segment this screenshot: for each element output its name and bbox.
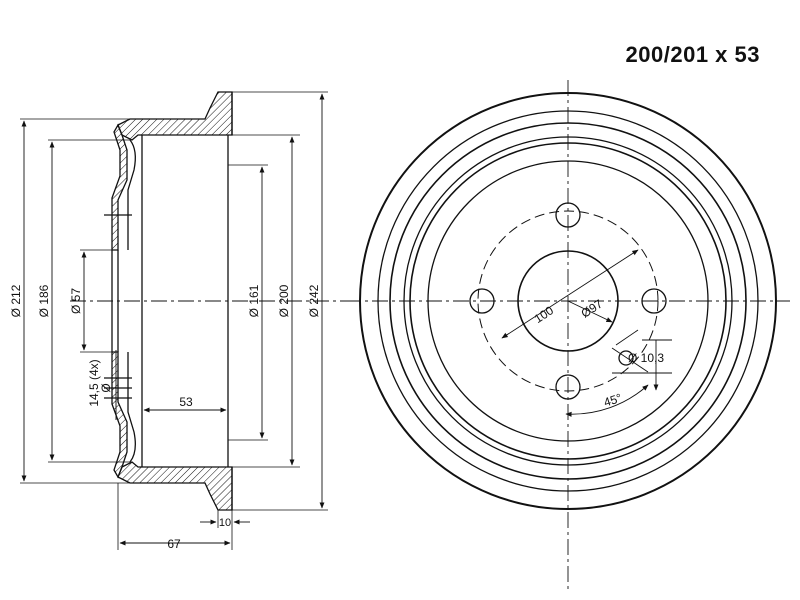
drum-bottom-wall-section [117, 461, 233, 511]
drum-outer-ring [359, 92, 777, 510]
label-d242: Ø 242 [307, 284, 321, 317]
label-d57: Ø 57 [69, 288, 83, 314]
label-flange-10: 10 [219, 517, 231, 529]
label-d200: Ø 200 [277, 284, 291, 317]
label-depth-53: 53 [179, 395, 193, 409]
label-hole-symbol: Ø [99, 383, 113, 392]
label-d161: Ø 161 [247, 284, 261, 317]
angle-arc-45 [565, 384, 649, 417]
label-pcd: 100 [532, 303, 557, 326]
drum-ring-6 [427, 160, 709, 442]
bolt-hole-top [555, 202, 581, 228]
label-depth-67: 67 [167, 537, 181, 551]
bolt-hole-right [641, 288, 667, 314]
drum-hub-plate-upper [111, 123, 128, 251]
label-small-hole: Ø 10,3 [628, 351, 664, 365]
drum-ring-2 [377, 110, 759, 492]
label-d212: Ø 212 [9, 284, 23, 317]
drum-ring-4 [403, 136, 733, 466]
side-view-labels: Ø 212 Ø 186 Ø 57 14,5 (4x) Ø Ø 161 Ø 200… [9, 284, 321, 551]
drum-top-wall-section [117, 91, 233, 141]
bolt-hole-left [469, 288, 495, 314]
drum-ring-3 [389, 122, 747, 480]
front-view-labels: 100 Ø97 Ø 10,3 45° [532, 296, 665, 409]
dim-line-bore [567, 300, 613, 323]
label-angle: 45° [602, 391, 624, 410]
hub-contour-upper [127, 139, 136, 250]
drum-ring-5 [409, 142, 727, 460]
drum-size-title: 200/201 x 53 [625, 42, 760, 67]
label-d186: Ø 186 [37, 284, 51, 317]
front-view [345, 80, 790, 590]
dim-line-pcd [501, 249, 639, 339]
hub-contour-lower [127, 352, 136, 463]
small-hole [618, 350, 634, 366]
drum-hub-plate-lower [111, 351, 128, 479]
label-hole-count: 14,5 (4x) [87, 359, 101, 406]
side-section-view [20, 91, 345, 550]
